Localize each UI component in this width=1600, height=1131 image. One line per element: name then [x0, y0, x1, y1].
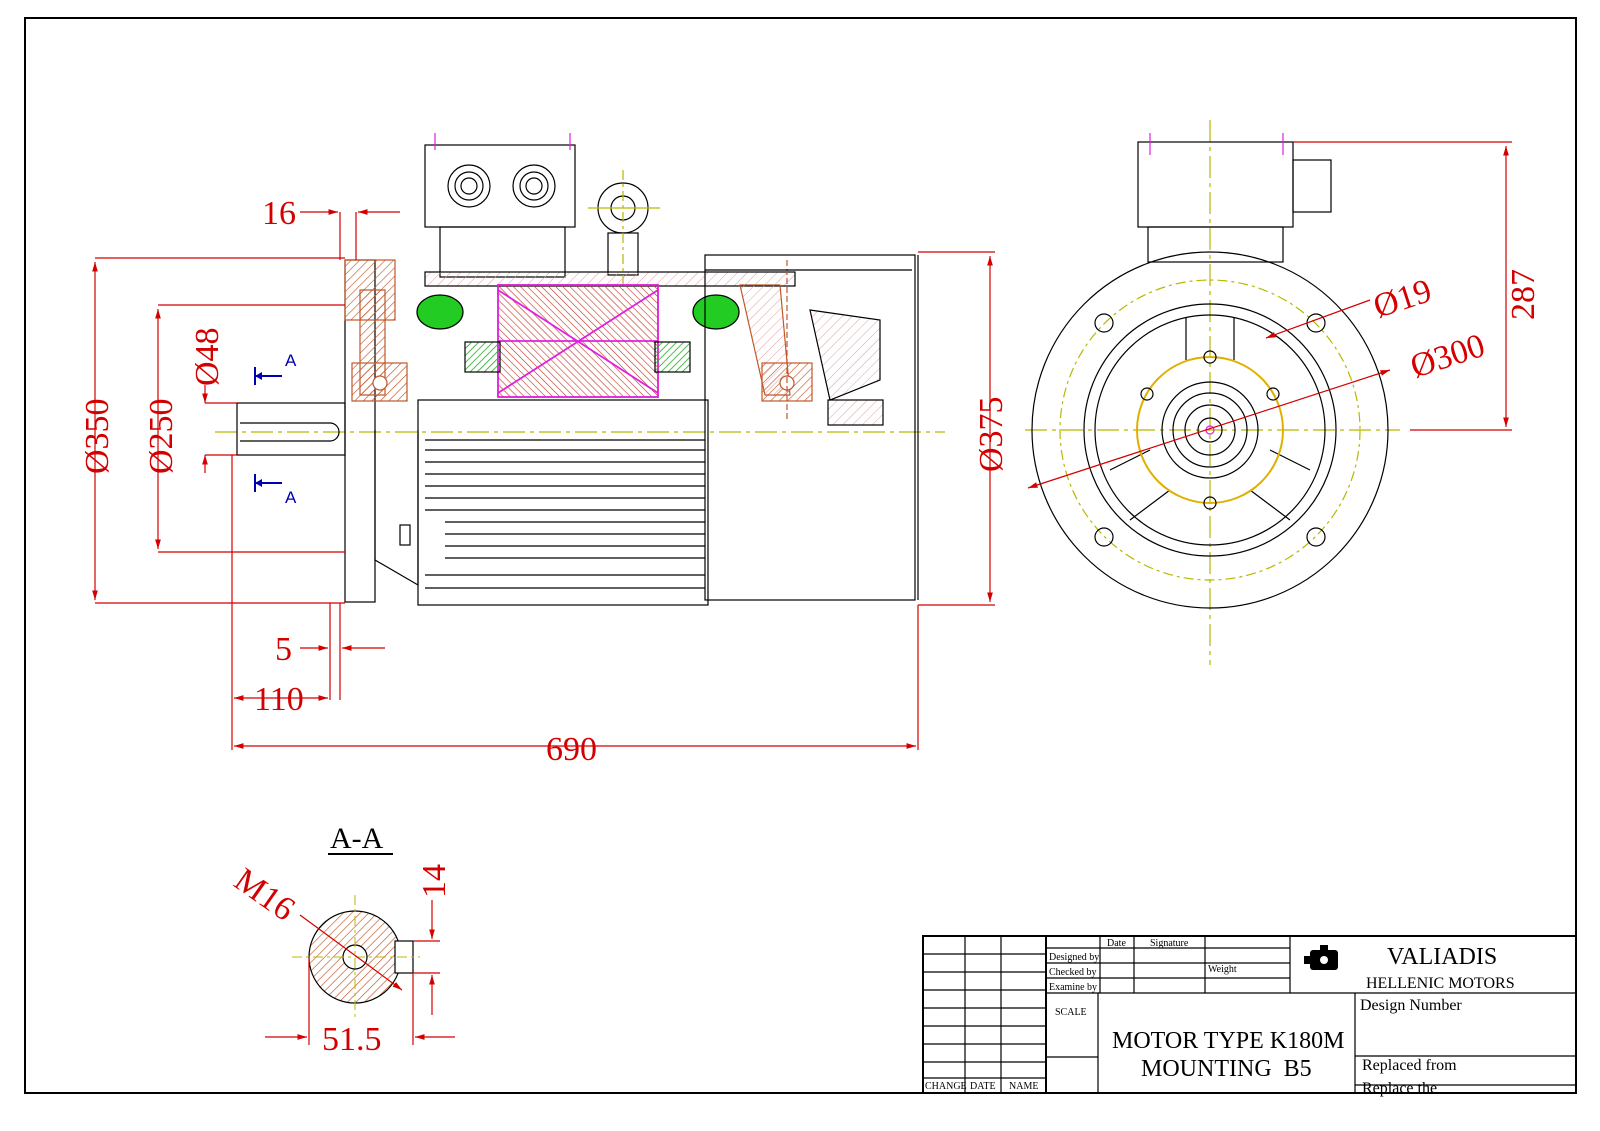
dim-14: 14 [416, 864, 453, 898]
dim-d19: Ø19 [1369, 272, 1436, 325]
terminal-box-neck [439, 226, 566, 278]
checked-by-label: Checked by [1049, 967, 1097, 978]
cooling-fins [425, 439, 705, 589]
winding-heads [416, 294, 740, 373]
replace-the-label: Replace the [1362, 1080, 1437, 1097]
nameplate-screw [399, 524, 411, 546]
cable-gland-2 [512, 164, 556, 208]
col-date: DATE [970, 1081, 996, 1092]
company-subtitle: HELLENIC MOTORS [1366, 975, 1515, 992]
dim-d250: Ø250 [143, 398, 180, 474]
front-view [1025, 120, 1400, 665]
shaft [236, 402, 346, 456]
cable-gland-1 [447, 164, 491, 208]
design-number-label: Design Number [1360, 997, 1462, 1014]
weight-label: Weight [1208, 964, 1237, 975]
flange-bolt-holes [1094, 313, 1326, 547]
front-dimensions [1027, 141, 1512, 489]
shaft-keyway [240, 422, 340, 442]
section-marker-top: A [254, 351, 297, 385]
housing-body [417, 399, 709, 606]
dim-51-5: 51.5 [322, 1021, 382, 1058]
sheet-border [24, 17, 1577, 1094]
company-logo [1304, 945, 1338, 970]
section-label-top: A [285, 351, 297, 370]
dim-690: 690 [546, 731, 597, 768]
replaced-from-label: Replaced from [1362, 1057, 1457, 1074]
dim-d350: Ø350 [79, 398, 116, 474]
section-a-a: A-A M16 14 51.5 [227, 822, 455, 1058]
designed-by-label: Designed by [1049, 952, 1099, 963]
section-marker-bottom: A [254, 474, 297, 507]
examine-by-label: Examine by [1049, 982, 1097, 993]
fan-blade [809, 309, 881, 401]
section-label-bottom: A [285, 488, 297, 507]
signature-label: Signature [1150, 938, 1189, 949]
dim-287: 287 [1505, 269, 1542, 320]
drawing-title: MOTOR TYPE K180M [1112, 1028, 1344, 1054]
fan-cover [704, 254, 916, 601]
dim-110: 110 [254, 681, 304, 718]
front-cable-gland [1292, 159, 1332, 213]
drawing-mounting: MOUNTING B5 [1141, 1056, 1312, 1082]
front-terminal-box [1137, 141, 1294, 228]
col-name: NAME [1009, 1081, 1038, 1092]
side-dimensions [92, 209, 995, 750]
dim-d300: Ø300 [1406, 327, 1489, 386]
housing-top-hatch [424, 271, 796, 287]
rotor-cross [497, 284, 659, 398]
dim-16: 16 [262, 195, 296, 232]
dim-d375: Ø375 [973, 396, 1010, 472]
dim-5: 5 [275, 631, 292, 668]
title-block [922, 935, 1577, 1094]
section-title: A-A [330, 822, 384, 855]
company-name: VALIADIS [1387, 944, 1497, 970]
scale-label: SCALE [1055, 1007, 1087, 1018]
date-label: Date [1107, 938, 1126, 949]
col-change: CHANGE [925, 1081, 967, 1092]
flange-spigot [374, 430, 419, 587]
side-view [215, 133, 945, 606]
dim-d48: Ø48 [189, 327, 226, 386]
dim-m16: M16 [227, 861, 301, 928]
